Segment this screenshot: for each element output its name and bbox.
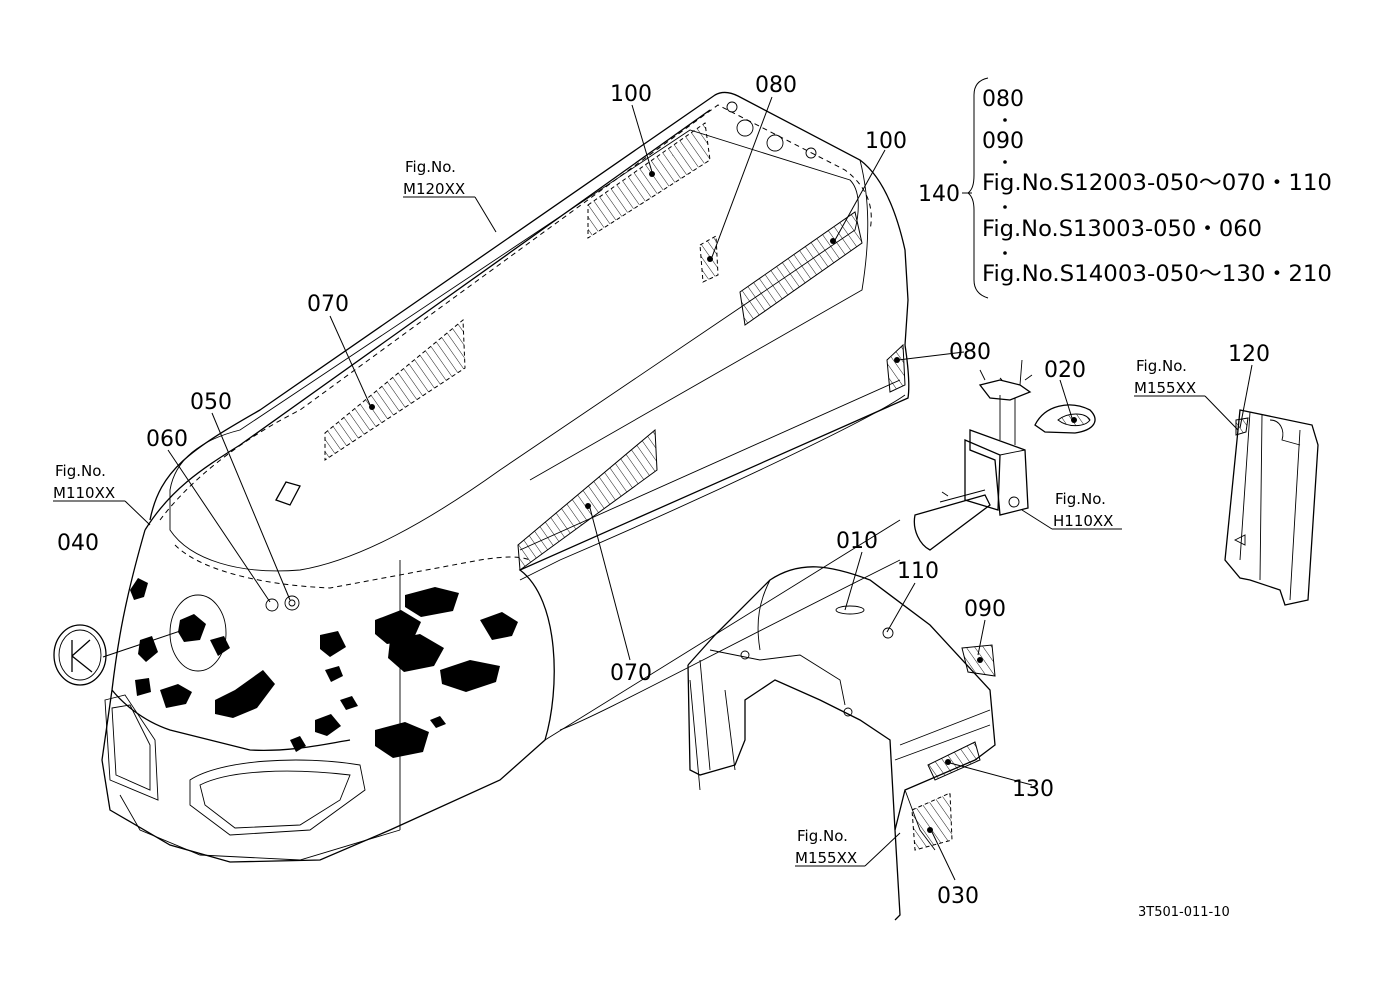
decal-080-side xyxy=(886,343,906,393)
callout-100-top: 100 xyxy=(610,82,652,107)
fig-ref-h110-label: Fig.No. xyxy=(1055,490,1106,508)
callout-070-side: 070 xyxy=(610,661,652,686)
callout-120: 120 xyxy=(1228,342,1270,367)
set-item-4: Fig.No.S13003-050・060 xyxy=(982,217,1262,242)
fig-ref-m155-bottom-code: M155XX xyxy=(795,849,857,867)
fig-ref-m155-bottom-label: Fig.No. xyxy=(797,827,848,845)
decal-100-side xyxy=(739,211,863,326)
fig-ref-m155-right-label: Fig.No. xyxy=(1136,357,1187,375)
decal-070-top xyxy=(324,318,466,461)
lever-assembly xyxy=(913,359,1096,551)
callout-070-top: 070 xyxy=(307,292,349,317)
separator-dot xyxy=(1003,118,1007,122)
callout-040: 040 xyxy=(57,531,99,556)
fig-ref-h110-code: H110XX xyxy=(1053,512,1113,530)
decal-100-top xyxy=(587,122,711,239)
decal-130 xyxy=(927,741,981,781)
callout-labels: 100 080 100 070 050 060 040 070 080 020 … xyxy=(57,73,1270,909)
callout-130: 130 xyxy=(1012,777,1054,802)
hood-assembly xyxy=(101,91,910,863)
callout-100-side: 100 xyxy=(865,129,907,154)
set-number: 140 xyxy=(918,182,960,207)
callout-030: 030 xyxy=(937,884,979,909)
set-item-5: Fig.No.S14003-050～130・210 xyxy=(982,262,1332,287)
callout-080-top: 080 xyxy=(755,73,797,98)
fig-ref-m110-label: Fig.No. xyxy=(55,462,106,480)
side-panel-assembly xyxy=(1224,409,1319,606)
set-item-2: 090 xyxy=(982,129,1024,154)
callout-110: 110 xyxy=(897,559,939,584)
fig-ref-m120-code: M120XX xyxy=(403,180,465,198)
callout-090: 090 xyxy=(964,597,1006,622)
separator-dot xyxy=(1003,251,1007,255)
callout-060: 060 xyxy=(146,427,188,452)
fig-ref-m155-right-code: M155XX xyxy=(1134,379,1196,397)
callout-010: 010 xyxy=(836,529,878,554)
fig-ref-m110-code: M110XX xyxy=(53,484,115,502)
decal-070-side xyxy=(517,428,658,571)
callout-050: 050 xyxy=(190,390,232,415)
callout-080-side: 080 xyxy=(949,340,991,365)
dash-panel-assembly xyxy=(687,566,996,921)
decal-camo-pattern xyxy=(130,578,518,758)
fig-ref-m120-label: Fig.No. xyxy=(405,158,456,176)
decal-030 xyxy=(911,792,953,851)
emblem-040 xyxy=(53,624,107,686)
separator-dot xyxy=(1003,205,1007,209)
set-group-140: 140 080 090 Fig.No.S12003-050～070・110 Fi… xyxy=(918,87,1332,287)
callout-020: 020 xyxy=(1044,358,1086,383)
drawing-code: 3T501-011-10 xyxy=(1138,905,1230,920)
separator-dot xyxy=(1003,160,1007,164)
leader-lines xyxy=(53,77,1253,881)
set-item-3: Fig.No.S12003-050～070・110 xyxy=(982,171,1332,196)
figure-references: Fig.No. M120XX Fig.No. M110XX Fig.No. H1… xyxy=(53,158,1196,867)
set-item-1: 080 xyxy=(982,87,1024,112)
